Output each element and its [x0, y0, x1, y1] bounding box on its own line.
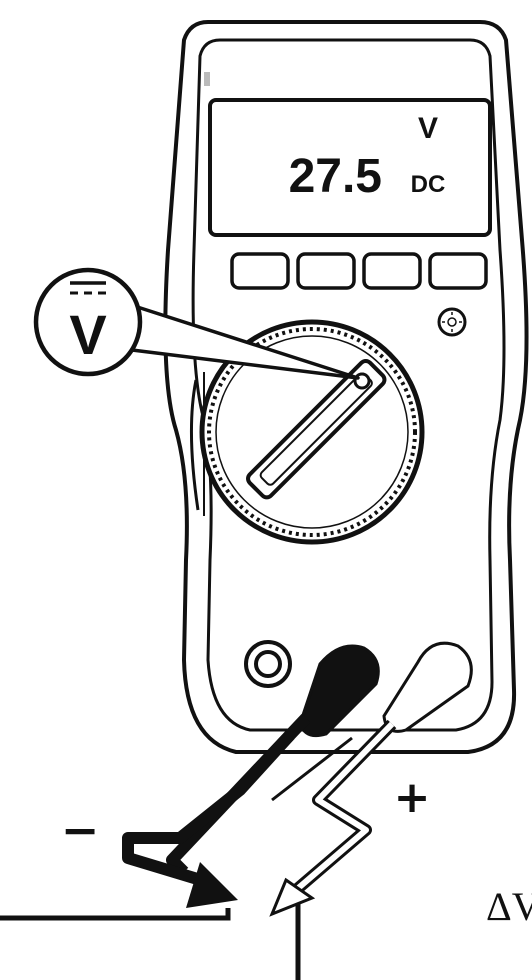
function-buttons — [232, 254, 486, 288]
jack-icon — [256, 652, 280, 676]
common-jack[interactable] — [246, 642, 290, 686]
function-button-1[interactable] — [232, 254, 288, 288]
delta-v-label: ΔV — [486, 884, 532, 929]
circuit-wire-negative — [0, 908, 228, 918]
positive-sign: + — [394, 772, 431, 823]
function-button-2[interactable] — [298, 254, 354, 288]
backlight-button[interactable] — [439, 309, 465, 335]
dc-voltage-symbol: V — [69, 303, 106, 366]
function-button-3[interactable] — [364, 254, 420, 288]
display-mode: DC — [411, 171, 446, 198]
lcd-display: 27.5 V DC — [204, 72, 490, 235]
display-unit: V — [418, 112, 438, 145]
display-reading: 27.5 — [289, 150, 382, 203]
negative-sign: − — [61, 803, 100, 857]
circuit-wires — [0, 904, 298, 980]
function-button-4[interactable] — [430, 254, 486, 288]
